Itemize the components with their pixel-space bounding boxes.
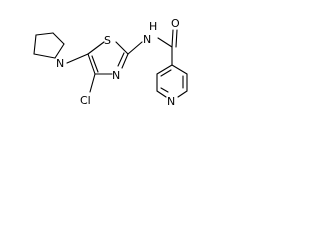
thiazole-ring bbox=[87, 41, 129, 75]
atom-s-thiazole: S bbox=[104, 34, 111, 47]
bond-nh-carbonyl bbox=[157, 37, 173, 48]
atom-cl: Cl bbox=[80, 94, 91, 107]
molecule-structure: N Cl N S N H O N bbox=[33, 17, 188, 108]
carbonyl-bond bbox=[171, 29, 178, 48]
pyrrolidine-ring bbox=[33, 32, 65, 59]
bond-c2-nh bbox=[127, 41, 143, 55]
structure-canvas: N Cl N S N H O N bbox=[0, 0, 225, 135]
bond-n-c5 bbox=[66, 53, 89, 64]
atom-h-amide: H bbox=[149, 20, 157, 33]
pyridine-ring bbox=[156, 64, 188, 98]
atom-o-carbonyl: O bbox=[171, 17, 180, 30]
atom-n-thiazole: N bbox=[112, 69, 120, 82]
atom-n-amide: N bbox=[143, 33, 151, 46]
atom-n-pyrrolidine: N bbox=[56, 57, 64, 70]
bond-c4-cl bbox=[89, 73, 96, 93]
atom-n-pyridine: N bbox=[167, 95, 175, 108]
